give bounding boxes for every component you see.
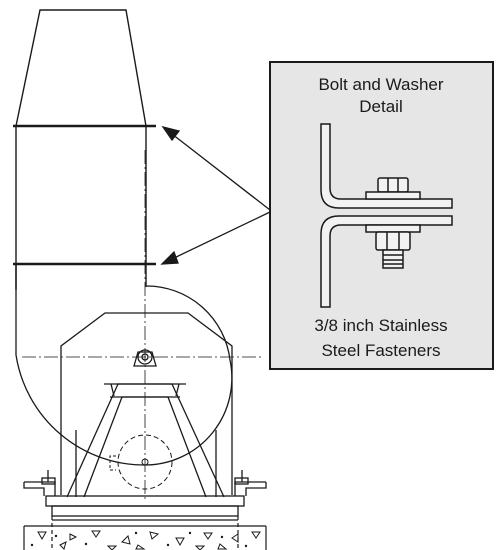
bolt-shank (382, 249, 404, 269)
lower-flange-profile (320, 215, 453, 308)
concrete-aggregate (37, 530, 261, 550)
pulley-hub (141, 458, 149, 466)
pulley-dashed-circle (117, 434, 173, 490)
bolt-assembly (365, 177, 421, 269)
outer-guard (60, 312, 233, 495)
stub-left (110, 383, 115, 397)
bolt-washer-detail: Bolt and Washer Detail 3/8 inch Stainles… (269, 61, 494, 370)
detail-leader-arrows (160, 125, 271, 265)
centerlines (22, 150, 262, 500)
dashed-bracket (109, 455, 116, 471)
right-mount-bracket (234, 470, 267, 496)
base-rail-lower (51, 505, 239, 517)
exhaust-stack (13, 9, 156, 290)
leader-line-lower (171, 211, 271, 260)
flange-profiles (320, 123, 453, 308)
arrowhead-upper (161, 125, 181, 142)
scroll-outline (15, 285, 233, 466)
stack-taper (15, 9, 147, 127)
concrete-pad (23, 516, 267, 550)
bearing-inner (141, 353, 149, 361)
detail-title-line1: Bolt and Washer (318, 75, 443, 94)
concrete-specks (30, 531, 248, 548)
leader-line-upper (171, 133, 271, 211)
detail-title-line2: Detail (359, 97, 402, 116)
fan-scroll-housing (15, 285, 233, 466)
stub-right (175, 383, 180, 397)
bearing-outer (137, 349, 153, 365)
nut (375, 231, 411, 251)
arrowhead-lower (160, 250, 179, 265)
detail-caption-line1: 3/8 inch Stainless (314, 316, 447, 335)
support-frame (60, 312, 233, 498)
bolt-head (377, 177, 409, 193)
upper-flange-profile (320, 123, 453, 209)
motor-pulley (109, 434, 173, 490)
upper-washer (365, 191, 421, 200)
lower-washer (365, 224, 421, 233)
detail-caption-line2: Steel Fasteners (321, 341, 440, 360)
left-mount-bracket (23, 470, 56, 496)
bearing (133, 349, 157, 367)
bearing-cap (133, 351, 157, 367)
base-rails (45, 495, 245, 521)
